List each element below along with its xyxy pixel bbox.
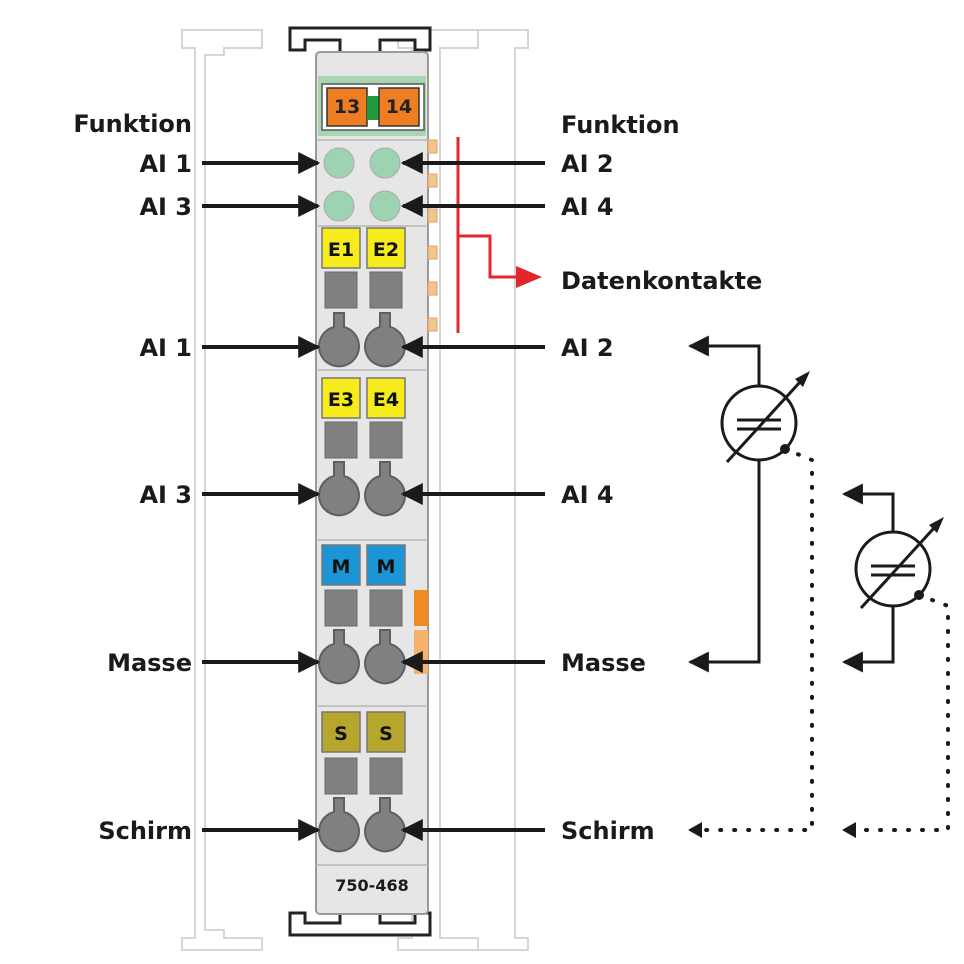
data-contacts [427,139,438,332]
left-label-led-1: AI 1 [139,150,192,178]
led-ai4 [369,190,401,222]
clamp-row-4 [318,797,406,853]
led-ai3 [323,190,355,222]
left-label-clamp-2: AI 3 [139,481,192,509]
connector-14-label: 14 [386,96,412,118]
left-label-led-2: AI 3 [139,193,192,221]
terminal-row-2: E3 E4 [321,377,406,419]
terminal-e3-label: E3 [328,389,354,411]
connector-14 [378,87,420,127]
right-label-clamp-2: AI 4 [561,481,614,509]
terminal-e2-label: E2 [373,239,399,261]
neighbor-module-left-outline [181,29,263,951]
clamp-row-2 [318,461,406,517]
terminal-row-1: E1 E2 [321,227,406,269]
module-separators [316,139,428,866]
variable-resistor-1-icon [720,371,810,464]
terminal-e1-label: E1 [328,239,354,261]
right-label-clamp-1: AI 2 [561,334,614,362]
left-arrows [202,152,321,841]
part-number: 750-468 [335,876,408,895]
right-arrows [400,152,545,841]
clamp-openings [318,312,406,853]
left-label-clamp-1: AI 1 [139,334,192,362]
terminal-row-3: M M [321,544,406,586]
top-connector: 13 14 [318,76,426,136]
led-ai1 [323,147,355,179]
right-label-led-1: AI 2 [561,150,614,178]
terminal-s-right-label: S [379,723,393,745]
left-label-clamp-4: Schirm [98,817,192,845]
left-label-clamp-3: Masse [107,649,192,677]
right-label-clamp-3: Masse [561,649,646,677]
terminal-m-left-label: M [332,556,351,578]
led-ai2 [369,147,401,179]
right-label-led-2: AI 4 [561,193,614,221]
right-label-datenkontakte: Datenkontakte [561,267,762,295]
left-heading: Funktion [73,110,192,138]
terminal-m-right-label: M [377,556,396,578]
sensor-1-wiring [687,335,814,838]
clamp-row-3 [318,629,406,685]
connector-13-label: 13 [334,96,360,118]
clamp-row-1 [318,312,406,368]
release-buttons [324,271,403,795]
right-label-clamp-4: Schirm [561,817,655,845]
variable-resistor-2-icon [854,517,944,610]
sensor-2-wiring [841,483,950,838]
terminal-row-4: S S [321,711,406,753]
right-heading: Funktion [561,111,680,139]
terminal-e4-label: E4 [373,389,399,411]
status-leds [323,147,401,222]
data-contacts-marker [456,137,542,333]
connector-13 [326,87,368,127]
terminal-s-left-label: S [334,723,348,745]
connector-bridge [367,96,379,120]
